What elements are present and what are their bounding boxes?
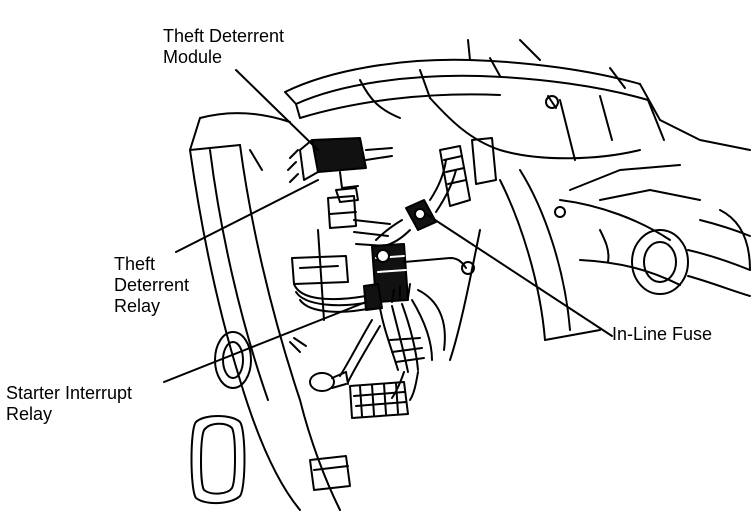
dash-shell [284,39,751,161]
theft-deterrent-relay-part [291,255,373,313]
steering-column [554,199,751,297]
theft-deterrent-relay-label: Theft Deterrent Relay [114,254,190,316]
lower-bracket [289,337,351,491]
theft-deterrent-module-label: Theft Deterrent Module [163,26,285,67]
leader-line-starter [163,301,367,383]
rectangular-vent [190,415,246,504]
in-line-fuse-label: In-Line Fuse [612,324,713,344]
theft-deterrent-module-part [287,137,393,203]
leader-line-fuse [425,213,613,337]
callout-leader-lines [163,69,613,383]
left-kick-panel [189,112,341,511]
starter-interrupt-relay-label: Starter Interrupt Relay [6,383,133,424]
wiring-harness [339,283,446,401]
leader-line-module [235,69,319,151]
fuse-holder-part [375,137,497,247]
leader-line-relay [175,179,319,253]
starter-interrupt-relay-part [363,243,475,311]
bulb-socket [309,371,349,392]
round-grommet [214,331,252,389]
lower-connector [349,381,409,419]
